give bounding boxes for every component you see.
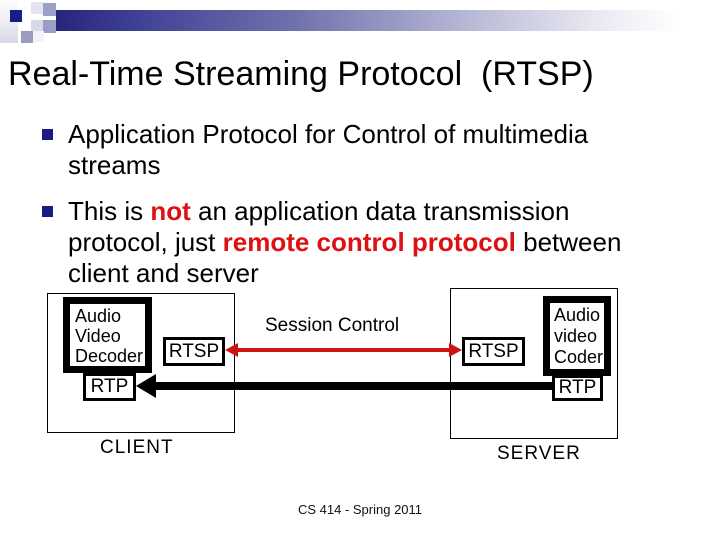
client-box: [47, 293, 235, 433]
bullet-text-emphasis: not: [150, 196, 191, 226]
deco-square: [43, 3, 56, 16]
deco-gradient-bar: [56, 10, 696, 31]
bullet-list: Application Protocol for Control of mult…: [42, 119, 670, 289]
bullet-square-icon: [42, 129, 53, 140]
arrow-left-icon: [225, 343, 238, 357]
session-control-label: Session Control: [265, 315, 400, 336]
rtp-stream-arrow-line: [150, 382, 552, 390]
bullet-text-segment: an application data transmission protoco…: [68, 196, 570, 257]
footer-text: CS 414 - Spring 2011: [297, 502, 423, 517]
arrow-left-icon: [136, 374, 156, 398]
server-box: [450, 288, 618, 439]
arrow-right-icon: [449, 343, 462, 357]
bullet-square-icon: [42, 206, 53, 217]
bullet-text: This is not an application data transmis…: [68, 196, 668, 289]
deco-square-navy: [10, 10, 22, 22]
coder-label-line: video: [554, 326, 598, 346]
audio-video-coder-box: Audio video Coder: [543, 296, 611, 376]
bullet-item: This is not an application data transmis…: [42, 196, 670, 289]
deco-square: [33, 31, 44, 42]
server-label: SERVER: [497, 443, 581, 464]
audio-video-decoder-box: Audio Video Decoder: [63, 297, 152, 373]
bullet-text-segment: Application Protocol for Control of mult…: [68, 119, 589, 180]
slide-title: Real-Time Streaming Protocol (RTSP): [8, 55, 594, 93]
server-rtp-box: RTP: [552, 375, 603, 401]
decoder-label-line: Decoder: [75, 346, 144, 366]
decoder-label-line: Video: [75, 326, 121, 346]
deco-square: [43, 20, 56, 33]
bullet-item: Application Protocol for Control of mult…: [42, 119, 670, 181]
coder-label-line: Coder: [554, 347, 604, 367]
client-rtsp-box: RTSP: [163, 337, 225, 366]
session-control-arrow-line: [236, 348, 450, 352]
bullet-text-emphasis: remote control protocol: [222, 227, 516, 257]
bullet-text: Application Protocol for Control of mult…: [68, 119, 668, 181]
decoder-label-line: Audio: [75, 306, 122, 326]
client-rtp-box: RTP: [83, 373, 136, 401]
server-rtsp-box: RTSP: [462, 337, 525, 366]
bullet-text-segment: This is: [68, 196, 151, 226]
client-label: CLIENT: [100, 437, 174, 458]
coder-label-line: Audio: [554, 305, 601, 325]
deco-square: [31, 2, 43, 14]
deco-square: [31, 20, 43, 32]
deco-square: [21, 31, 33, 43]
bullet-text-segment: between client and server: [68, 227, 622, 288]
